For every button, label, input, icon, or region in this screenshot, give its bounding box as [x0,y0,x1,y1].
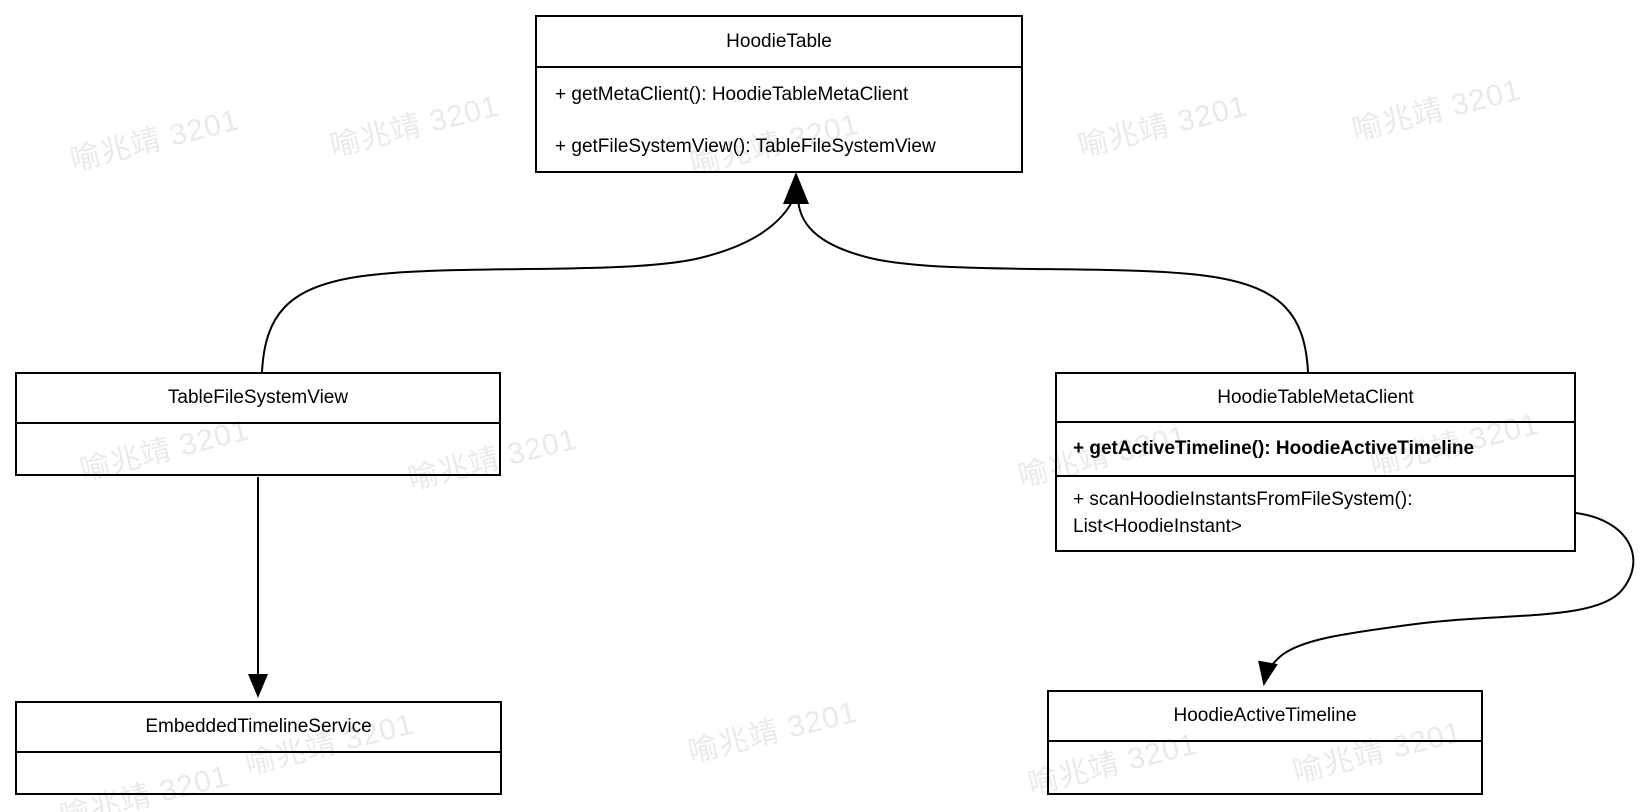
class-title: HoodieTableMetaClient [1057,374,1574,423]
class-title: HoodieActiveTimeline [1049,692,1481,742]
class-box-table-file-system-view: TableFileSystemView [15,372,501,476]
up-arrowhead-icon [783,172,809,204]
class-box-embedded-timeline-service: EmbeddedTimelineService [15,701,502,795]
watermark-text: 喻兆靖 3201 [66,103,243,178]
class-methods: + getMetaClient(): HoodieTableMetaClient… [537,68,1021,173]
method-scan-hoodie-instants: + scanHoodieInstantsFromFileSystem(): Li… [1073,489,1413,537]
arrow-table-file-system-view-to-hoodie-table [261,197,795,373]
watermark-text: 喻兆靖 3201 [1074,89,1251,164]
arrow-hoodie-table-meta-client-to-hoodie-table [797,197,1309,373]
watermark-text: 喻兆靖 3201 [1348,73,1525,148]
class-title: TableFileSystemView [17,374,499,424]
method-get-file-system-view: + getFileSystemView(): TableFileSystemVi… [555,136,936,157]
method-get-meta-client: + getMetaClient(): HoodieTableMetaClient [555,83,909,105]
watermark-text: 喻兆靖 3201 [326,89,503,164]
class-methods: + getActiveTimeline(): HoodieActiveTimel… [1057,423,1574,540]
class-box-hoodie-active-timeline: HoodieActiveTimeline [1047,690,1483,795]
class-box-hoodie-table-meta-client: HoodieTableMetaClient + getActiveTimelin… [1055,372,1576,552]
method-get-active-timeline: + getActiveTimeline(): HoodieActiveTimel… [1057,423,1574,477]
class-title: HoodieTable [537,17,1021,68]
class-empty-compartment [17,753,500,793]
class-empty-compartment [17,424,499,474]
class-title: EmbeddedTimelineService [17,703,500,753]
class-empty-compartment [1049,742,1481,793]
watermark-text: 喻兆靖 3201 [684,695,861,770]
class-box-hoodie-table: HoodieTable + getMetaClient(): HoodieTab… [535,15,1023,173]
